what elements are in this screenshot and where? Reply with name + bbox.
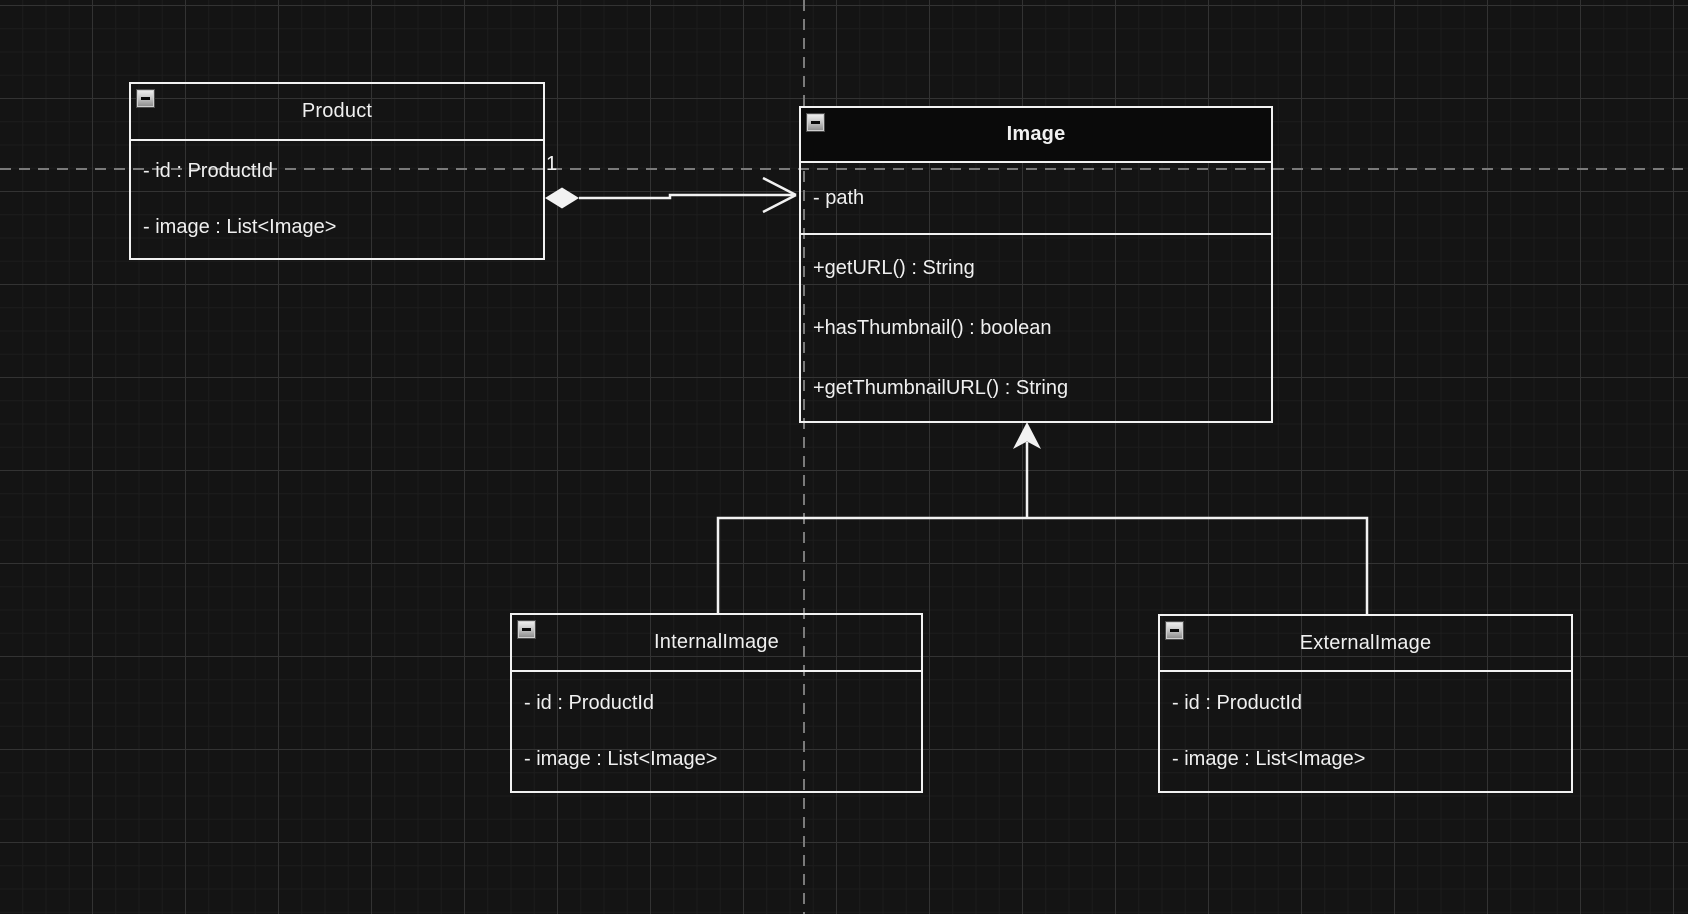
composition-line bbox=[579, 193, 795, 200]
composition-diamond-icon bbox=[545, 187, 579, 209]
generalization-connector[interactable] bbox=[716, 422, 1369, 614]
class-header-image: Image bbox=[801, 108, 1271, 163]
generalization-branch-lines bbox=[716, 516, 1369, 614]
attributes-section: - id : ProductId - image : List<Image> bbox=[512, 672, 921, 791]
class-attribute: - id : ProductId bbox=[1172, 691, 1303, 714]
composition-connector[interactable] bbox=[545, 176, 797, 214]
collapse-minus-icon[interactable] bbox=[1165, 621, 1184, 640]
class-box-image[interactable]: Image - path +getURL() : String +hasThum… bbox=[799, 106, 1273, 423]
class-attribute: - path bbox=[813, 186, 865, 209]
collapse-minus-icon[interactable] bbox=[517, 620, 536, 639]
collapse-minus-icon[interactable] bbox=[806, 113, 825, 132]
class-attribute: - image : List<Image> bbox=[1172, 748, 1366, 771]
attributes-section: - path bbox=[801, 163, 1271, 233]
class-header-product: Product bbox=[131, 84, 543, 141]
class-box-internal-image[interactable]: InternalImage - id : ProductId - image :… bbox=[510, 613, 923, 793]
class-method: +getURL() : String bbox=[813, 256, 975, 279]
class-box-external-image[interactable]: ExternalImage - id : ProductId - image :… bbox=[1158, 614, 1573, 793]
multiplicity-label: 1 bbox=[546, 153, 558, 175]
attributes-section: - id : ProductId - image : List<Image> bbox=[131, 141, 543, 258]
class-header-external-image: ExternalImage bbox=[1160, 616, 1571, 672]
class-box-product[interactable]: Product - id : ProductId - image : List<… bbox=[129, 82, 545, 260]
methods-section: +getURL() : String +hasThumbnail() : boo… bbox=[801, 233, 1271, 421]
class-attribute: - image : List<Image> bbox=[524, 748, 718, 771]
class-method: +getThumbnailURL() : String bbox=[813, 376, 1069, 399]
minus-glyph bbox=[811, 121, 820, 124]
minus-glyph bbox=[522, 628, 531, 631]
open-arrowhead-icon bbox=[762, 176, 797, 214]
class-title-external-image: ExternalImage bbox=[1299, 631, 1432, 654]
class-title-internal-image: InternalImage bbox=[654, 631, 779, 653]
class-attribute: - image : List<Image> bbox=[143, 215, 337, 238]
class-title-image: Image bbox=[1006, 123, 1066, 145]
class-attribute: - id : ProductId bbox=[524, 691, 655, 714]
minus-glyph bbox=[1170, 629, 1179, 632]
generalization-arrowhead-icon bbox=[1013, 422, 1041, 449]
class-header-internal-image: InternalImage bbox=[512, 615, 921, 672]
collapse-minus-icon[interactable] bbox=[136, 89, 155, 108]
attributes-section: - id : ProductId - image : List<Image> bbox=[1160, 672, 1571, 791]
class-attribute: - id : ProductId bbox=[143, 160, 274, 183]
class-method: +hasThumbnail() : boolean bbox=[813, 316, 1052, 339]
minus-glyph bbox=[141, 97, 150, 100]
class-title-product: Product bbox=[301, 100, 373, 122]
